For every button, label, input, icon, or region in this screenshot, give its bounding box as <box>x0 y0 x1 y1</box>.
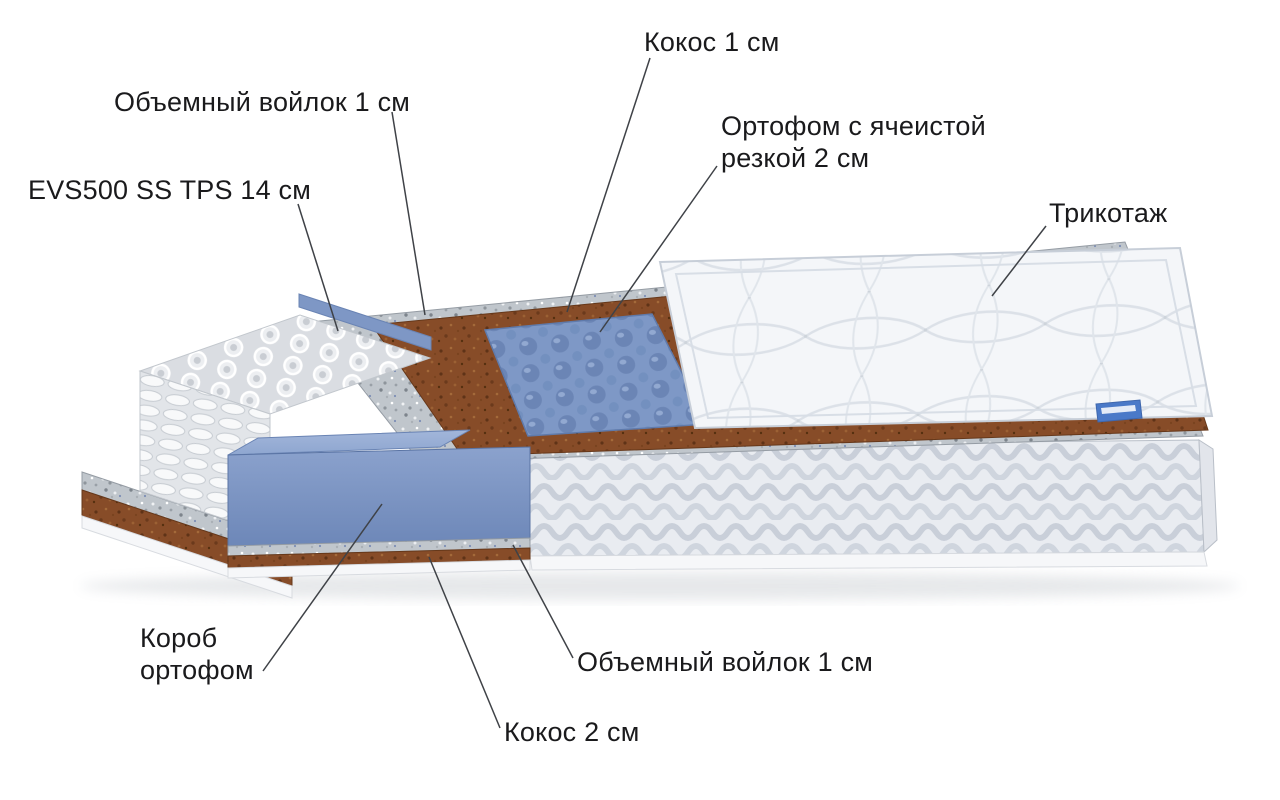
label-knit: Трикотаж <box>1049 198 1168 228</box>
label-box: Короб ортофом <box>140 622 254 686</box>
label-coconut-top: Кокос 1 см <box>644 27 780 57</box>
label-springs: EVS500 SS TPS 14 см <box>28 175 312 205</box>
label-box-line2: ортофом <box>140 655 254 685</box>
floor-shadow <box>80 572 1240 600</box>
label-orthofoam-line1: Ортофом с ячеистой <box>721 111 986 141</box>
leader-coconut-top <box>566 57 651 313</box>
leader-lines <box>262 57 1047 729</box>
knit-cover-piping <box>674 258 1198 420</box>
mattress-base-strip <box>529 551 1208 571</box>
leader-felt-bottom <box>512 544 574 659</box>
box-base-fabric <box>227 559 531 579</box>
label-coconut-bottom: Кокос 2 см <box>504 717 640 747</box>
leader-orthofoam <box>599 165 718 333</box>
box-top-face <box>227 429 471 456</box>
label-felt-bottom: Объемный войлок 1 см <box>577 647 874 677</box>
leader-box <box>262 503 383 672</box>
leader-felt-top <box>391 111 426 316</box>
mattress-right-cap <box>1198 439 1218 554</box>
box-front-face <box>227 446 531 547</box>
leader-knit <box>991 225 1047 297</box>
leader-coconut-bottom <box>428 556 501 729</box>
label-box-line1: Короб <box>140 623 218 653</box>
label-felt-top: Объемный войлок 1 см <box>114 87 411 117</box>
label-orthofoam-line2: резкой 2 см <box>721 143 870 173</box>
knit-cover-panel <box>658 246 1214 430</box>
orthofoam-box <box>227 429 531 579</box>
mattress-body <box>529 439 1218 571</box>
leader-springs <box>297 203 339 332</box>
knit-cover <box>658 246 1214 430</box>
brand-tag-text-bar <box>1101 405 1136 414</box>
mattress-side-quilting <box>529 439 1205 557</box>
box-back-edge <box>298 293 432 351</box>
label-orthofoam: Ортофом с ячеистой резкой 2 см <box>721 110 986 174</box>
